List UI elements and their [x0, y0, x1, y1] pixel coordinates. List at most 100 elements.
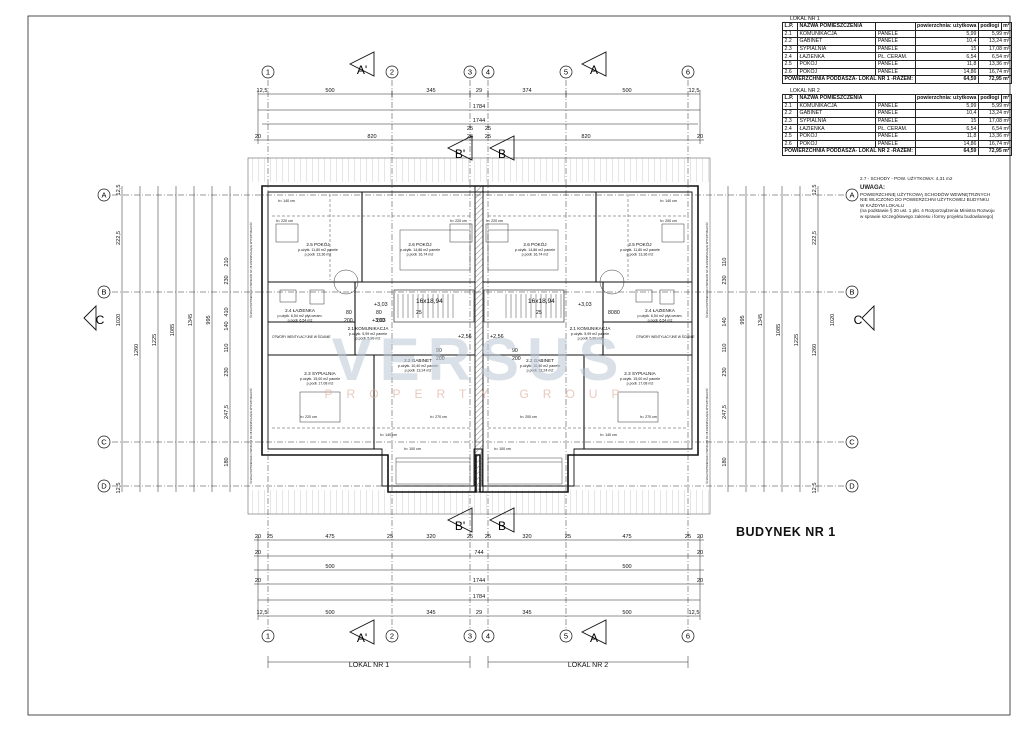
dimension-value: 180: [722, 457, 728, 466]
dimension-value: 374: [522, 88, 531, 94]
table-total-cell: 72,95 m²: [977, 75, 1013, 84]
uwaga-line: POWIERZCHNIĘ UŻYTKOWĄ SCHODÓW WEWNĘTRZNY…: [860, 191, 991, 197]
table-cell: PANELE: [875, 59, 916, 69]
dimension-lines-top: [254, 90, 704, 144]
table-cell: PANELE: [875, 29, 916, 39]
dimension-value: 25: [565, 534, 571, 540]
dimension-value: 222,5: [812, 231, 818, 245]
dimension-value: 995: [206, 315, 212, 324]
uwaga-line: (na podstawie § 20 ust. 1 pkt. 4 Rozporz…: [860, 208, 995, 214]
room-name: 2.2 GABINET: [404, 358, 432, 363]
room-floor: p.podł. 13,24 m2: [405, 369, 432, 373]
axis-label: A: [849, 191, 854, 200]
table-cell: PANELE: [875, 116, 916, 126]
axis-bubble: [559, 629, 573, 643]
dimension-value: 110: [722, 258, 728, 267]
dimension-value: 12,5: [257, 610, 268, 616]
lokal-label: LOKAL NR 1: [349, 662, 389, 669]
axis-label: 6: [686, 632, 690, 641]
room-floor: p.podł. 16,74 m2: [407, 253, 434, 257]
table1-title: LOKAL NR 1: [790, 16, 820, 22]
section-mark-label: B: [498, 519, 506, 533]
stairs-right: [505, 294, 562, 318]
door-label: 200: [436, 356, 445, 362]
axis-bubble: [845, 285, 859, 299]
table-cell: PŁ. CERAM.: [875, 124, 916, 133]
axis-bubble: [97, 188, 111, 202]
table-cell: 10,4: [914, 37, 979, 46]
dimension-value: 345: [426, 610, 435, 616]
table-cell: PANELE: [875, 139, 916, 149]
room-name: 2.3 SYPIALNIA: [304, 371, 336, 376]
interior-walls-right: [483, 192, 692, 449]
axis-label: B: [849, 288, 854, 297]
table-cell: 2.1: [781, 101, 799, 111]
axis-label: 2: [390, 632, 394, 641]
dimension-value: 12,5: [689, 610, 700, 616]
room-name: 2.6 POKÓJ: [408, 241, 431, 247]
dimension-value: 1260: [812, 344, 818, 356]
dimension-value: 230: [722, 275, 728, 284]
height-note: h= 270 cm: [640, 415, 657, 419]
room-area: p.użytk. 14,86 m2 panele: [400, 248, 440, 252]
level-mark: +3,03: [374, 302, 388, 308]
dimension-value: 25: [467, 134, 473, 140]
table-cell: 16,74 m²: [977, 67, 1013, 77]
table-cell: 2.3: [781, 116, 799, 126]
room-floor: p.podł. 6,54 m2: [288, 319, 313, 323]
table-cell: 2.2: [781, 37, 799, 46]
door-label: 200: [344, 318, 353, 324]
dimension-value: 995: [740, 315, 746, 324]
table-cell: 17,08 m²: [977, 116, 1013, 126]
door-label: 25: [536, 310, 542, 316]
dimension-value: 1784: [473, 594, 485, 600]
dimension-value: 25: [485, 134, 491, 140]
table-cell: 15: [914, 116, 979, 126]
room-name: 2.2 GABINET: [526, 358, 554, 363]
axis-label: D: [849, 482, 855, 491]
table-cell: 10,4: [914, 109, 979, 118]
table-cell: KOMUNIKACJA: [797, 29, 877, 39]
dimension-value: 20: [697, 134, 703, 140]
uwaga-line: W KAŻDYM LOKALU: [860, 202, 905, 208]
table-cell: GABINET: [797, 109, 877, 118]
table-cell: PŁ. CERAM.: [875, 52, 916, 61]
room-floor: p.podł. 17,08 m2: [307, 382, 334, 386]
section-mark-label: A: [590, 63, 598, 77]
table-cell: PANELE: [875, 101, 916, 111]
height-note: h= 140 cm: [600, 433, 617, 437]
table-cell: 13,24 m²: [977, 37, 1013, 46]
height-note: h= 140 cm: [660, 199, 677, 203]
height-note: h= 100 cm: [494, 447, 511, 451]
dimension-value: 29: [476, 610, 482, 616]
room-area: p.użytk. 11,80 m2 panele: [620, 248, 660, 252]
axis-bubble: [261, 629, 275, 643]
door-label: 90: [512, 348, 518, 354]
door-label: 25: [416, 310, 422, 316]
dimension-value: 1744: [473, 118, 485, 124]
axis-bubble: [463, 65, 477, 79]
dimension-value: 25: [267, 534, 273, 540]
room-area: p.użytk. 10,40 m2 panele: [398, 364, 438, 368]
room-name: 2.1 KOMUNIKACJA: [570, 326, 612, 331]
dimension-value: 500: [325, 564, 334, 570]
lokal-label: LOKAL NR 2: [568, 662, 608, 669]
axis-bubble: [481, 629, 495, 643]
axis-label: 1: [266, 632, 270, 641]
table-cell: 5,99 m²: [977, 101, 1013, 111]
dimension-value: 1225: [152, 334, 158, 346]
dimension-value: 500: [622, 88, 631, 94]
height-note: h= 140 cm: [278, 199, 295, 203]
dimension-value: 20: [697, 578, 703, 584]
height-note: h= 220 cm: [450, 219, 467, 223]
table-header-cell: m²: [1000, 94, 1013, 103]
room-floor: p.podł. 16,74 m2: [522, 253, 549, 257]
table-cell: POKÓJ: [797, 139, 877, 149]
door-label: 80: [608, 310, 614, 316]
table-cell: 16,74 m²: [977, 139, 1013, 149]
room-name: 2.3 SYPIALNIA: [624, 371, 656, 376]
